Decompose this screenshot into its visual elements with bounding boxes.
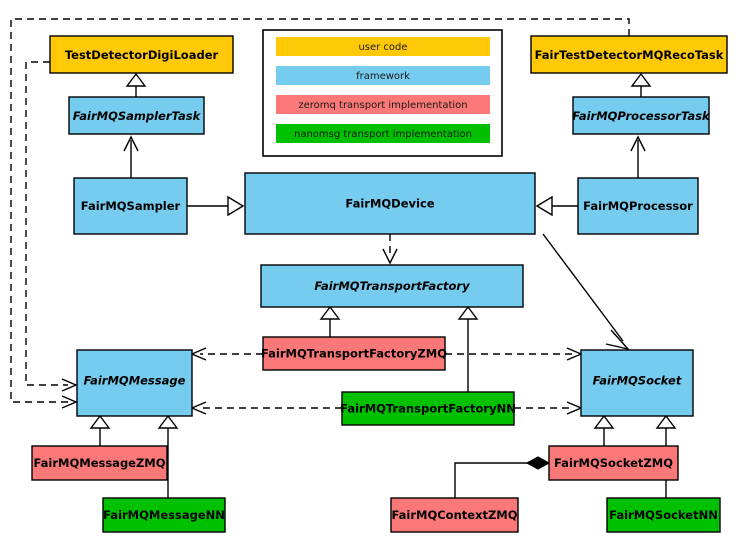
node-label: FairMQMessage (84, 374, 186, 388)
edge-device-to-socket (542, 233, 630, 351)
node-label: FairMQSocketNN (609, 508, 718, 522)
edge-tfnn-to-transportfactory (457, 305, 479, 392)
node-fairmqcontextzmq[interactable]: FairMQContextZMQ (390, 497, 519, 533)
legend-swatch-user-code (276, 37, 490, 56)
edge-processortask-to-recotask (630, 72, 652, 97)
node-label: FairMQSamplerTask (73, 109, 202, 123)
legend-item-zeromq: zeromq transport implementation (276, 95, 490, 114)
edge-tfnn-to-message (190, 401, 342, 415)
node-label: FairMQSocketZMQ (554, 456, 673, 470)
edge-tfzmq-to-socket (445, 347, 583, 361)
node-fairmqprocessor[interactable]: FairMQProcessor (577, 177, 699, 235)
node-fairmqtransportfactoryzmq[interactable]: FairMQTransportFactoryZMQ (261, 336, 447, 371)
node-fairmqsampler[interactable]: FairMQSampler (73, 177, 188, 235)
node-fairmqprocessortask[interactable]: FairMQProcessorTask (572, 96, 711, 135)
node-fairmqtransportfactorynn[interactable]: FairMQTransportFactoryNN (340, 391, 516, 426)
node-fairmqtransportfactory[interactable]: FairMQTransportFactory (260, 264, 524, 308)
edge-device-to-transportfactory (382, 234, 398, 265)
edge-digiloader-to-message (25, 61, 78, 392)
legend-item-user-code: user code (276, 37, 490, 56)
node-label: FairMQMessageZMQ (33, 456, 165, 470)
node-label: FairTestDetectorMQRecoTask (535, 48, 724, 62)
legend-label: user code (358, 42, 407, 53)
legend-label: framework (356, 71, 410, 82)
node-fairtestdetectormqrecotask[interactable]: FairTestDetectorMQRecoTask (530, 35, 728, 74)
node-testdetectordigiloader[interactable]: TestDetectorDigiLoader (49, 35, 234, 74)
edge-messagezmq-to-message (89, 414, 111, 446)
legend-label: nanomsg transport implementation (294, 129, 472, 140)
legend-label: zeromq transport implementation (298, 100, 467, 111)
node-fairmqmessage[interactable]: FairMQMessage (76, 349, 193, 417)
legend-swatch-zeromq (276, 95, 490, 114)
node-fairmqmessagenn[interactable]: FairMQMessageNN (102, 497, 226, 533)
node-label: FairMQTransportFactoryZMQ (261, 347, 447, 361)
edge-tfnn-to-socket (514, 401, 583, 415)
edge-processor-to-device (535, 195, 578, 217)
node-fairmqsocketzmq[interactable]: FairMQSocketZMQ (548, 445, 679, 481)
legend-item-framework: framework (276, 66, 490, 85)
node-label: FairMQContextZMQ (391, 508, 517, 522)
node-fairmqdevice[interactable]: FairMQDevice (244, 172, 536, 235)
edge-sampler-to-samplertask (123, 135, 139, 178)
legend: user code framework zeromq transport imp… (262, 29, 503, 157)
node-label: TestDetectorDigiLoader (65, 48, 219, 62)
legend-swatch-nanomsg (276, 124, 490, 143)
node-fairmqmessagezmq[interactable]: FairMQMessageZMQ (31, 445, 168, 481)
edge-tfzmq-to-transportfactory (319, 305, 341, 337)
node-label: FairMQDevice (345, 197, 434, 211)
edge-sampler-to-device (187, 195, 245, 217)
node-label: FairMQProcessor (583, 199, 693, 213)
legend-swatch-framework (276, 66, 490, 85)
edge-recotask-to-message (10, 18, 630, 409)
node-fairmqsocket[interactable]: FairMQSocket (580, 349, 694, 417)
node-label: FairMQSampler (81, 199, 181, 213)
edge-socketzmq-to-socket (593, 414, 615, 446)
node-label: FairMQTransportFactoryNN (340, 402, 516, 416)
edge-messagenn-to-message (157, 414, 179, 498)
edge-processor-to-processortask (630, 135, 646, 178)
edge-layer: FairMQTransportFactory (dashed dependenc… (10, 18, 677, 498)
node-label: FairMQMessageNN (103, 508, 225, 522)
edge-samplertask-to-digiloader (125, 72, 147, 97)
edge-socketzmq-to-contextzmq (454, 456, 551, 498)
node-fairmqsocketnn[interactable]: FairMQSocketNN (606, 497, 721, 533)
node-fairmqsamplertask[interactable]: FairMQSamplerTask (68, 96, 205, 135)
node-label: FairMQSocket (593, 374, 682, 388)
node-label: FairMQTransportFactory (314, 279, 470, 293)
node-layer: TestDetectorDigiLoader FairTestDetectorM… (31, 35, 728, 533)
node-label: FairMQProcessorTask (572, 109, 711, 123)
edge-tfzmq-to-message (190, 347, 263, 361)
legend-item-nanomsg: nanomsg transport implementation (276, 124, 490, 143)
